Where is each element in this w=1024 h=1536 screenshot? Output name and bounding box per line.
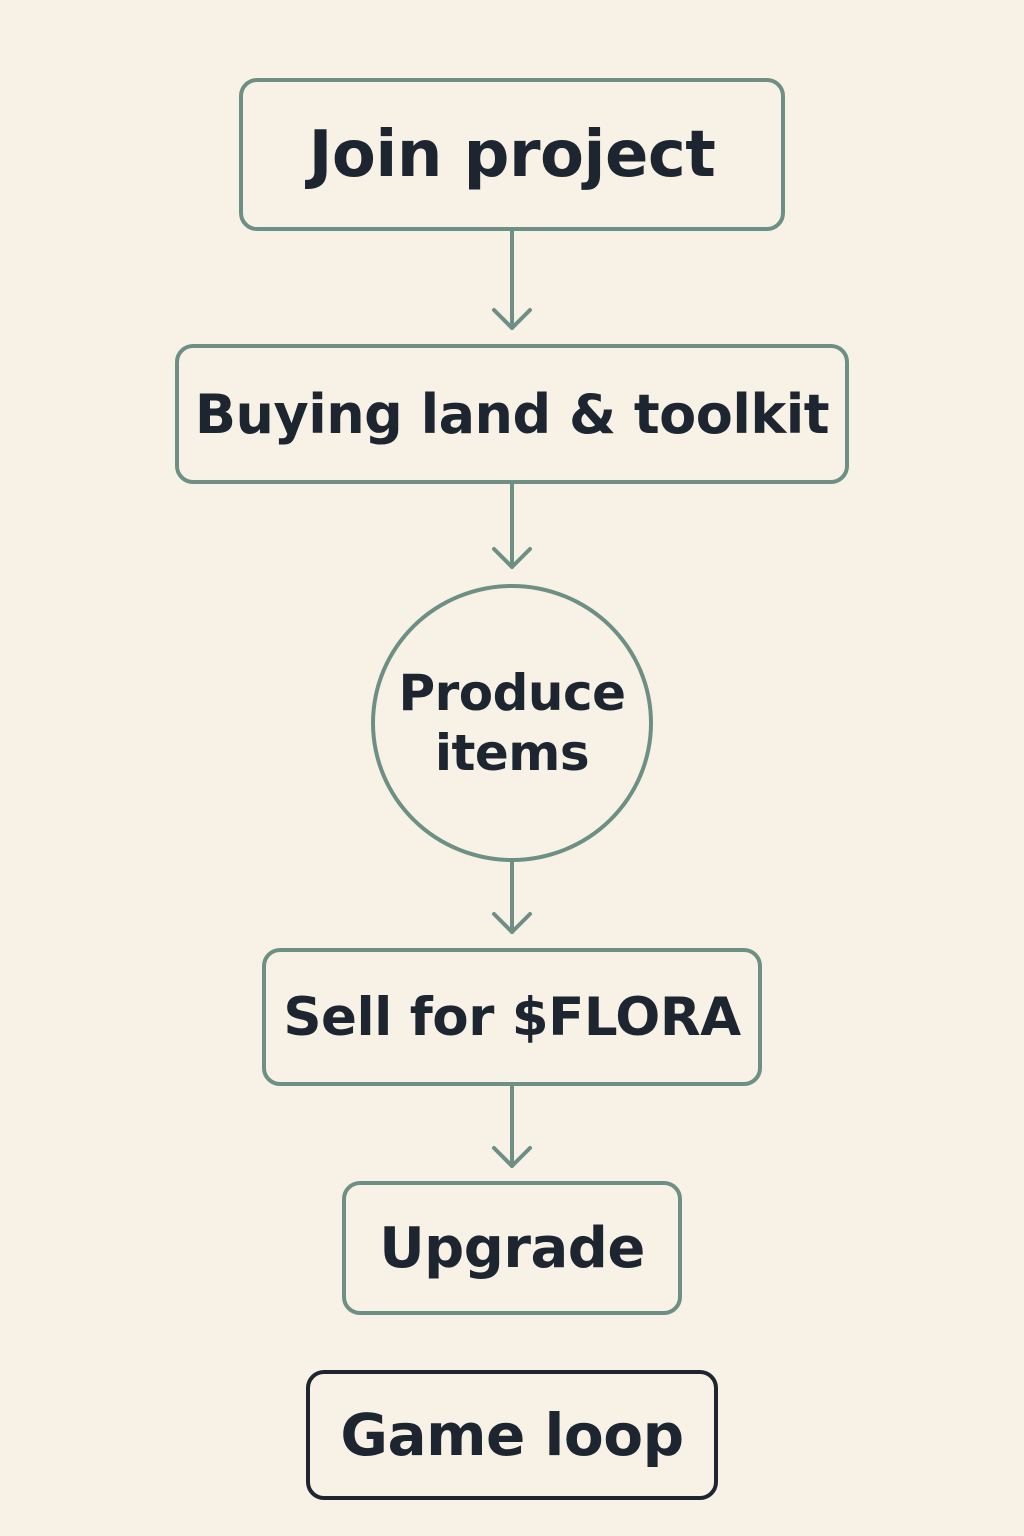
caption-game-loop: Game loop <box>306 1370 718 1500</box>
node-sell-for-flora: Sell for $FLORA <box>262 948 762 1086</box>
node-upgrade: Upgrade <box>342 1181 682 1315</box>
node-produce-items: Produce items <box>371 584 653 862</box>
arrow-join-to-buying <box>492 229 532 330</box>
arrow-buying-to-produce <box>492 482 532 569</box>
arrow-produce-to-sell <box>492 860 532 934</box>
arrow-sell-to-upgrade <box>492 1084 532 1168</box>
node-buying-land-toolkit: Buying land & toolkit <box>175 344 849 484</box>
node-join-project: Join project <box>239 78 785 231</box>
